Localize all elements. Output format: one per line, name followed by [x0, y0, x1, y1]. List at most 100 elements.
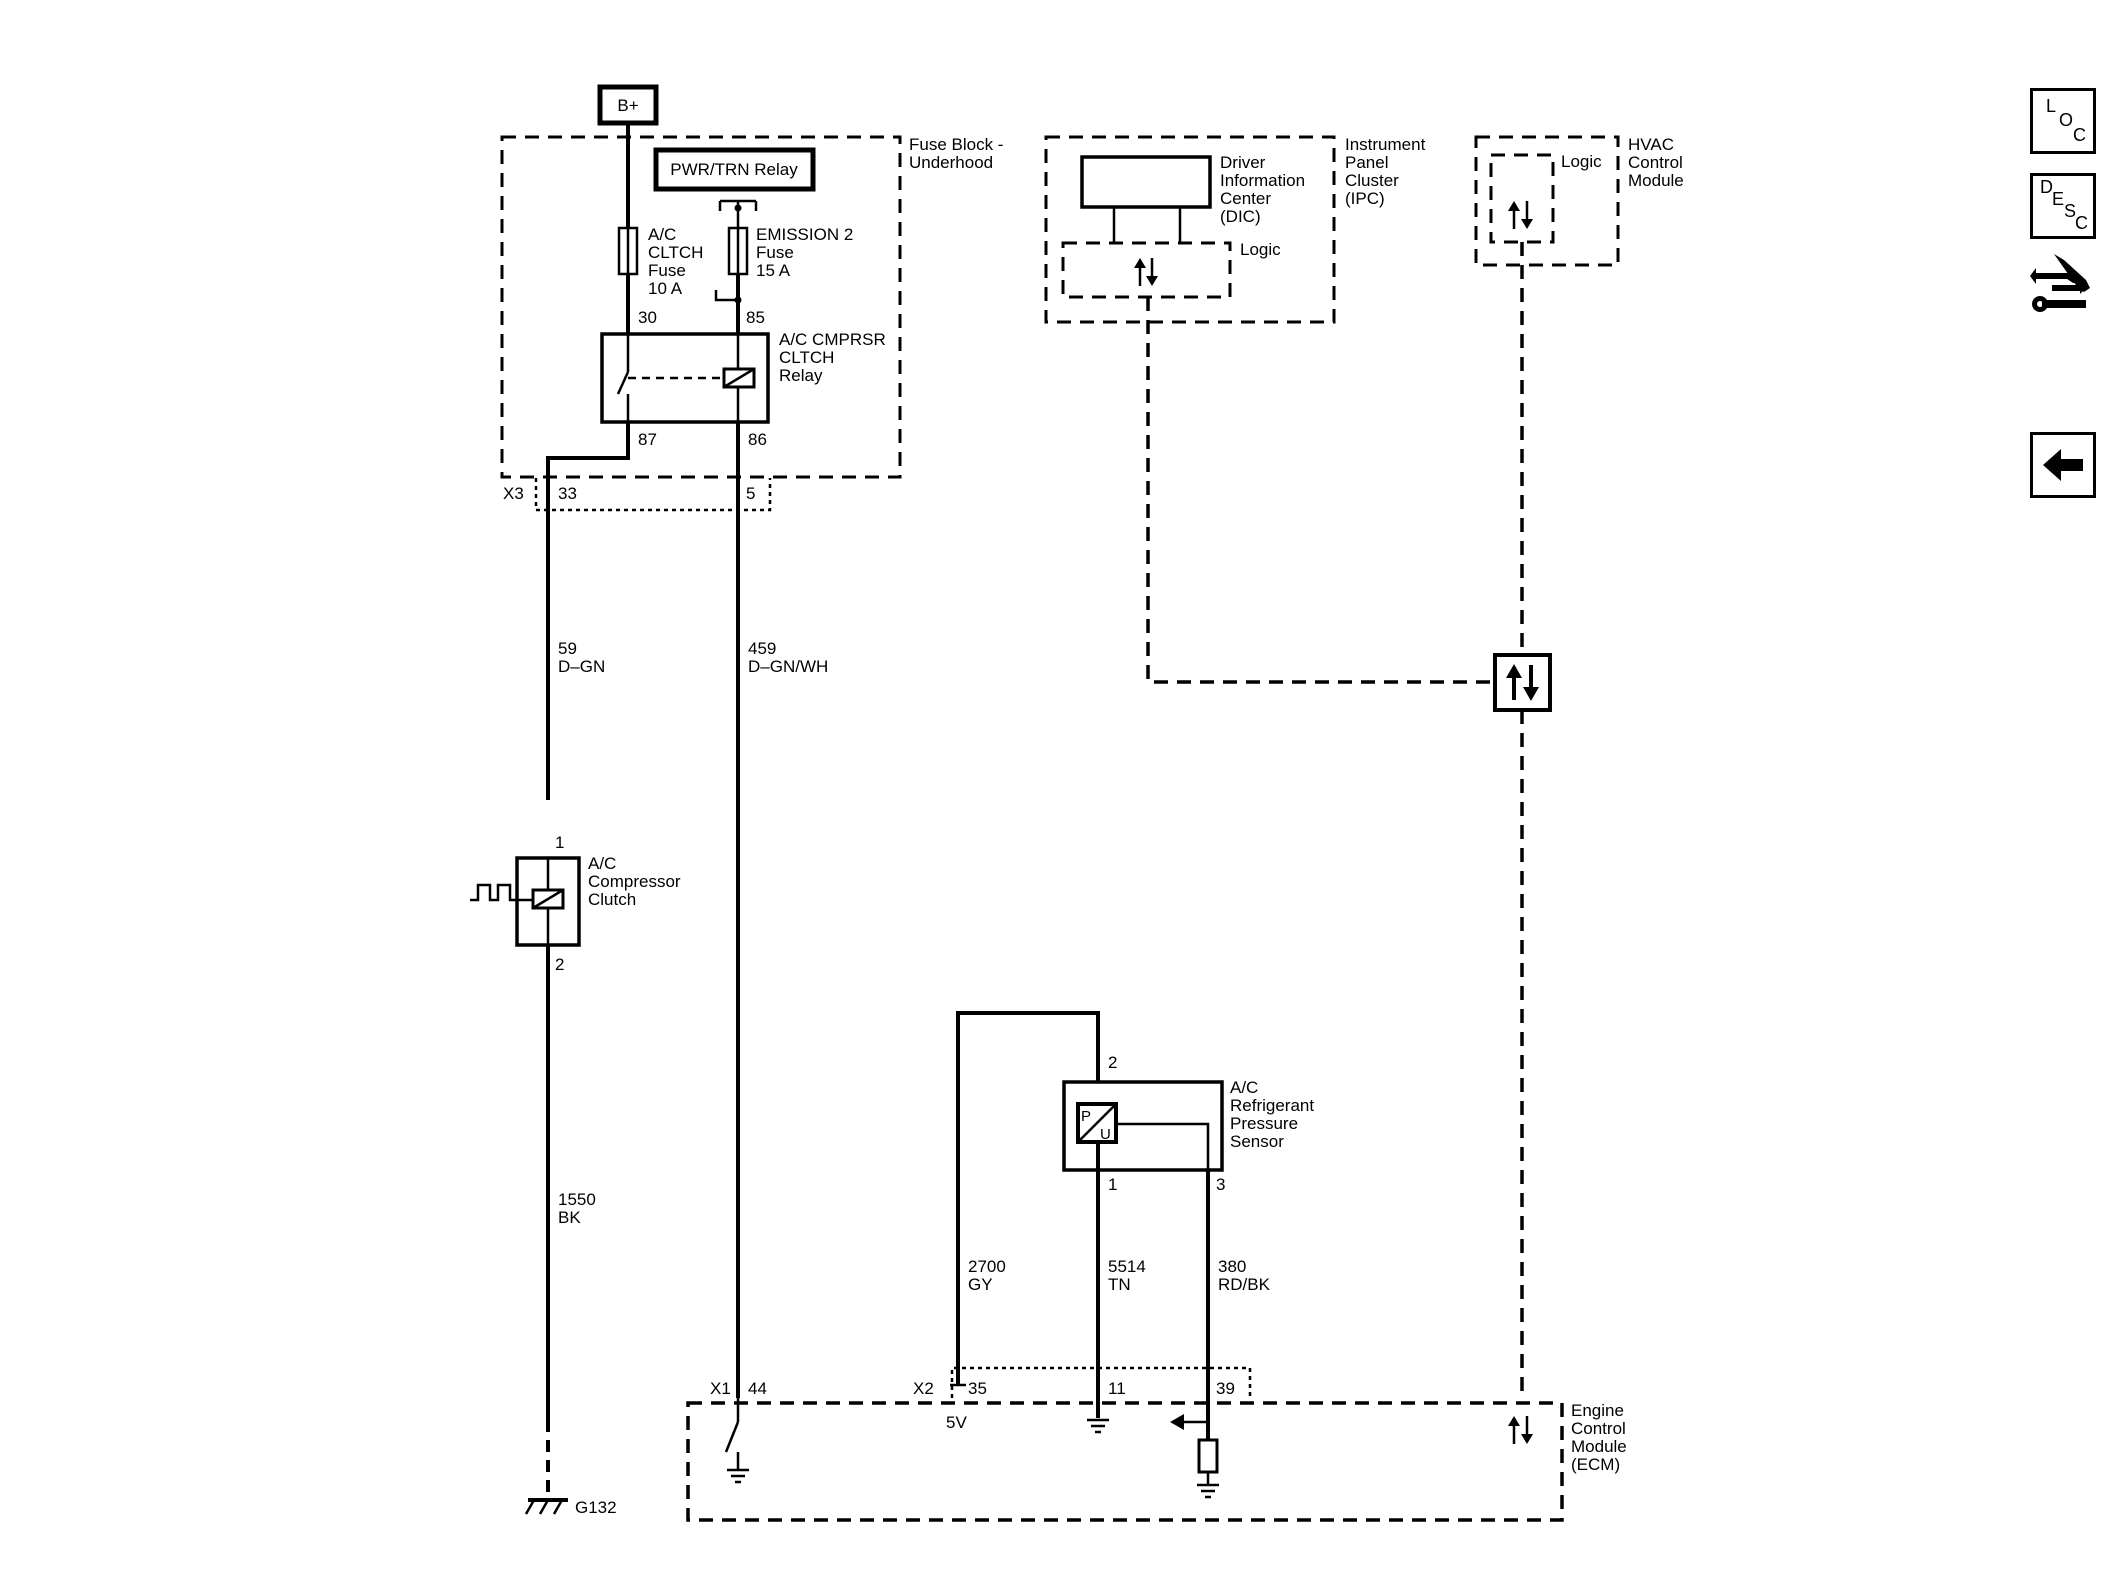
ecm-title-3: Module — [1571, 1437, 1627, 1456]
ecm-title-2: Control — [1571, 1419, 1626, 1438]
fuse-block-underhood: Fuse Block - Underhood — [500, 135, 1003, 479]
ac-compressor-clutch-relay: A/C CMPRSR CLTCH Relay 87 86 — [600, 330, 886, 449]
connector-wrench-button[interactable] — [2028, 250, 2108, 330]
hvac-title-3: Module — [1628, 171, 1684, 190]
wire-5514-color: TN — [1108, 1275, 1131, 1294]
sensor-label-4: Sensor — [1230, 1132, 1284, 1151]
wire-380-color: RD/BK — [1218, 1275, 1271, 1294]
svg-text:S: S — [2064, 201, 2076, 221]
serial-data-splice-icon — [1493, 653, 1552, 712]
clutch-pin-1: 1 — [555, 833, 564, 852]
wire-59-path — [546, 422, 630, 800]
hvac-serial-data-icon — [1508, 201, 1533, 229]
engine-control-module: Engine Control Module (ECM) X1 44 X2 35 … — [686, 1366, 1627, 1522]
svg-text:O: O — [2059, 110, 2073, 130]
arrow-left-icon — [2043, 449, 2083, 481]
sensor-label-3: Pressure — [1230, 1114, 1298, 1133]
wire-2700-circuit: 2700 — [968, 1257, 1006, 1276]
serial-data-ipc-line — [1146, 297, 1495, 684]
wire-1550-circuit: 1550 — [558, 1190, 596, 1209]
connector-x3: X3 33 5 — [503, 478, 772, 512]
ipc-serial-data-icon — [1134, 258, 1158, 286]
svg-text:L: L — [2046, 96, 2056, 116]
ac-fuse-label-4: 10 A — [648, 279, 683, 298]
ac-fuse-label-3: Fuse — [648, 261, 686, 280]
ecm-x2-pin-35: 35 — [968, 1379, 987, 1398]
ecm-x2-label: X2 — [913, 1379, 934, 1398]
clutch-label-1: A/C — [588, 854, 616, 873]
ecm-x1-label: X1 — [710, 1379, 731, 1398]
dic-label-4: (DIC) — [1220, 207, 1261, 226]
relay-pin-85: 85 — [746, 308, 765, 327]
sensor-pin-1: 1 — [1108, 1175, 1117, 1194]
emission-fuse-label-2: Fuse — [756, 243, 794, 262]
clutch-label-2: Compressor — [588, 872, 681, 891]
dic-label-1: Driver — [1220, 153, 1266, 172]
hvac-logic-label: Logic — [1561, 152, 1602, 171]
clutch-pin-2: 2 — [555, 955, 564, 974]
description-button[interactable]: D E S C — [2030, 173, 2096, 239]
ipc-logic-label: Logic — [1240, 240, 1281, 259]
ecm-x2-pin-11: 11 — [1108, 1379, 1126, 1398]
ac-fuse-label-2: CLTCH — [648, 243, 703, 262]
svg-text:D: D — [2040, 177, 2053, 197]
fuse-block-title-1: Fuse Block - — [909, 135, 1003, 154]
wire-5514-circuit: 5514 — [1108, 1257, 1146, 1276]
location-button[interactable]: L O C — [2030, 88, 2096, 154]
relay-pin-86: 86 — [748, 430, 767, 449]
ac-fuse-label-1: A/C — [648, 225, 676, 244]
ecm-5v-label: 5V — [946, 1413, 967, 1432]
emission-2-fuse: EMISSION 2 Fuse 15 A 85 — [714, 199, 853, 334]
ecm-title-1: Engine — [1571, 1401, 1624, 1420]
dic-label-3: Center — [1220, 189, 1271, 208]
sensor-symbol-p: P — [1081, 1108, 1091, 1125]
ipc-title-1: Instrument — [1345, 135, 1426, 154]
hvac-title-2: Control — [1628, 153, 1683, 172]
battery-positive-terminal: B+ — [597, 84, 659, 126]
wire-2700-path — [956, 1011, 1100, 1385]
wire-1550-color: BK — [558, 1208, 581, 1227]
description-icon: D E S C — [2040, 177, 2088, 233]
connector-wrench-icon — [2030, 254, 2090, 312]
wire-59-circuit: 59 — [558, 639, 577, 658]
relay-label-3: Relay — [779, 366, 823, 385]
pwr-trn-relay-text: PWR/TRN Relay — [670, 160, 798, 179]
sensor-label-2: Refrigerant — [1230, 1096, 1314, 1115]
fuse-block-title-2: Underhood — [909, 153, 993, 172]
dic-label-2: Information — [1220, 171, 1305, 190]
ipc-title-4: (IPC) — [1345, 189, 1385, 208]
clutch-label-3: Clutch — [588, 890, 636, 909]
ground-g132-label: G132 — [575, 1498, 617, 1517]
ac-refrigerant-pressure-sensor: P U A/C Refrigerant Pressure Sensor 2 1 … — [1062, 1053, 1314, 1194]
x3-label: X3 — [503, 484, 524, 503]
ecm-x1-pin-44: 44 — [748, 1379, 767, 1398]
ipc-title-2: Panel — [1345, 153, 1388, 172]
wire-380-circuit: 380 — [1218, 1257, 1246, 1276]
back-button[interactable] — [2030, 432, 2096, 498]
relay-label-1: A/C CMPRSR — [779, 330, 886, 349]
ground-g132: G132 — [524, 1498, 617, 1517]
ac-clutch-fuse: A/C CLTCH Fuse 10 A 30 — [617, 123, 703, 334]
sensor-pin-2: 2 — [1108, 1053, 1117, 1072]
svg-text:C: C — [2075, 213, 2088, 233]
hvac-control-module: HVAC Control Module Logic — [1474, 135, 1684, 267]
ac-compressor-clutch: 1 2 A/C Compressor Clutch — [470, 833, 681, 974]
relay-label-2: CLTCH — [779, 348, 834, 367]
sensor-symbol-u: U — [1100, 1126, 1111, 1143]
wire-459-color: D–GN/WH — [748, 657, 828, 676]
wire-459-circuit: 459 — [748, 639, 776, 658]
hvac-title-1: HVAC — [1628, 135, 1674, 154]
relay-pin-30: 30 — [638, 308, 657, 327]
ipc-title-3: Cluster — [1345, 171, 1399, 190]
svg-text:C: C — [2073, 125, 2086, 145]
wire-2700-color: GY — [968, 1275, 993, 1294]
svg-text:E: E — [2052, 189, 2064, 209]
ecm-serial-data-icon — [1508, 1416, 1533, 1444]
relay-pin-87: 87 — [638, 430, 657, 449]
pwr-trn-relay-label: PWR/TRN Relay — [653, 147, 816, 192]
instrument-panel-cluster: Instrument Panel Cluster (IPC) Driver In… — [1044, 135, 1426, 324]
ecm-x2-pin-39: 39 — [1216, 1379, 1235, 1398]
wire-59-color: D–GN — [558, 657, 605, 676]
dic-display — [1080, 155, 1212, 209]
